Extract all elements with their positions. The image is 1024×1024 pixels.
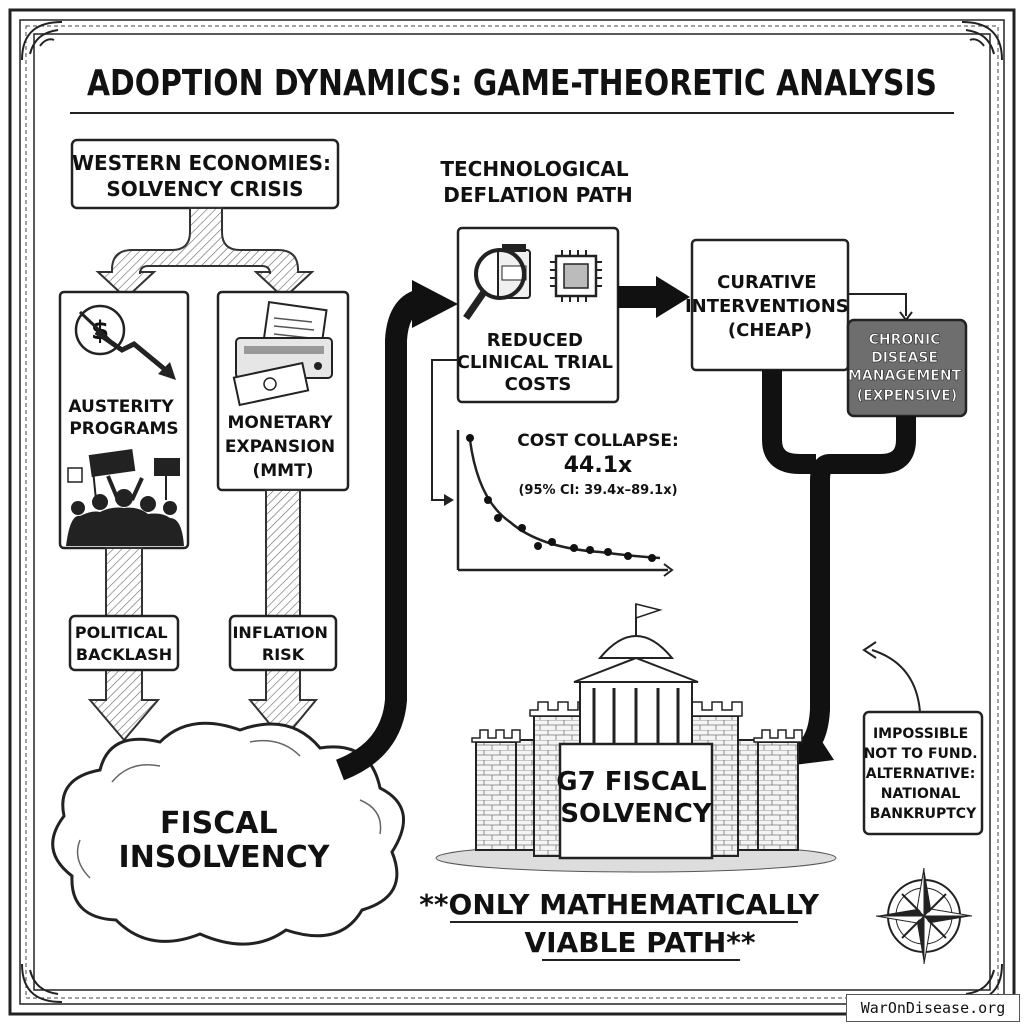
svg-text:**ONLY MATHEMATICALLY VI: **ONLY MATHEMATICALLY VIABLE PATH** bbox=[419, 888, 829, 959]
political-backlash-label: POLITICAL BACKLASH bbox=[68, 614, 180, 672]
cost-collapse-ci: (95% CI: 39.4x–89.1x) bbox=[518, 483, 677, 498]
fortress-illustration: G7 FISCAL SOLVENCY bbox=[435, 603, 837, 873]
tech-path-label: TECHNOLOGICAL DEFLATION PATH bbox=[440, 157, 635, 207]
inflation-risk-label: INFLATION RISK bbox=[228, 614, 338, 672]
declining-coin-icon: $ bbox=[74, 304, 176, 380]
impossible-to-fund-box: IMPOSSIBLE NOT TO FUND. ALTERNATIVE: NAT… bbox=[862, 710, 984, 836]
svg-text:AUSTERITY PROGRAMS: AUSTERITY PROGRAMS bbox=[68, 397, 179, 439]
svg-text:G7 FISCAL SOLVENCY: G7 FISCAL SOLVENCY bbox=[556, 767, 715, 829]
svg-text:FISCAL INSOLVENCY: FISCAL INSOLVENCY bbox=[119, 806, 331, 875]
chart-points bbox=[466, 434, 656, 562]
svg-text:POLITICAL BACKLASH: POLITICAL BACKLASH bbox=[75, 623, 173, 664]
austerity-box: $ AUSTERITY PROGRAMS bbox=[58, 290, 190, 550]
svg-text:CURATIVE INTERVENTIONS: CURATIVE INTERVENTIONS (CHEAP) bbox=[685, 272, 855, 341]
cost-collapse-chart: COST COLLAPSE: 44.1x (95% CI: 39.4x–89.1… bbox=[456, 430, 679, 577]
curative-interventions-box: CURATIVE INTERVENTIONS (CHEAP) bbox=[685, 238, 855, 372]
viable-path-caption: **ONLY MATHEMATICALLY VIABLE PATH** bbox=[419, 888, 829, 961]
merge-arrow bbox=[762, 370, 916, 766]
chronic-disease-box: CHRONIC DISEASE MANAGEMENT (EXPENSIVE) bbox=[846, 318, 968, 418]
escape-arrow bbox=[335, 280, 458, 781]
solvency-crisis-box: WESTERN ECONOMIES: SOLVENCY CRISIS bbox=[70, 138, 340, 210]
magnifier-vial-icon bbox=[463, 244, 531, 320]
money-printer-icon bbox=[232, 301, 333, 407]
clinical-trial-box: REDUCED CLINICAL TRIAL COSTS bbox=[457, 226, 620, 404]
protest-crowd-icon bbox=[66, 449, 184, 546]
microchip-icon bbox=[550, 250, 602, 302]
split-arrow bbox=[95, 207, 315, 300]
svg-text:IMPOSSIBLE NOT TO FUND.: IMPOSSIBLE NOT TO FUND. ALTERNATIVE: NAT… bbox=[864, 726, 983, 822]
page-title: ADOPTION DYNAMICS: GAME-THEORETIC ANALYS… bbox=[87, 63, 937, 104]
svg-text:REDUCED CLINICAL TRIAL: REDUCED CLINICAL TRIAL COSTS bbox=[457, 330, 620, 395]
fiscal-insolvency-cloud: FISCAL INSOLVENCY bbox=[51, 721, 406, 946]
cost-collapse-value: 44.1x bbox=[564, 453, 632, 478]
curative-to-chronic-connector bbox=[848, 293, 907, 316]
chart-connector bbox=[431, 359, 458, 506]
monetary-expansion-box: MONETARY EXPANSION (MMT) bbox=[216, 290, 350, 492]
svg-text:INFLATION RISK: INFLATION RISK bbox=[232, 623, 333, 664]
feedback-arrow bbox=[862, 641, 921, 713]
watermark-label: WarOnDisease.org bbox=[846, 994, 1020, 1022]
ornate-frame bbox=[8, 8, 1016, 1016]
svg-text:CHRONIC DISEASE MA: CHRONIC DISEASE MANAGEMENT (EXPENSIVE) bbox=[848, 332, 966, 404]
trial-to-curative-arrow bbox=[618, 276, 690, 318]
svg-text:MONETARY EXPANSION: MONETARY EXPANSION (MMT) bbox=[225, 413, 341, 481]
compass-rose-icon bbox=[875, 867, 973, 965]
cost-collapse-label: COST COLLAPSE: bbox=[517, 431, 679, 451]
svg-text:WESTERN ECONOMIES: SOLVE: WESTERN ECONOMIES: SOLVENCY CRISIS bbox=[72, 151, 338, 201]
